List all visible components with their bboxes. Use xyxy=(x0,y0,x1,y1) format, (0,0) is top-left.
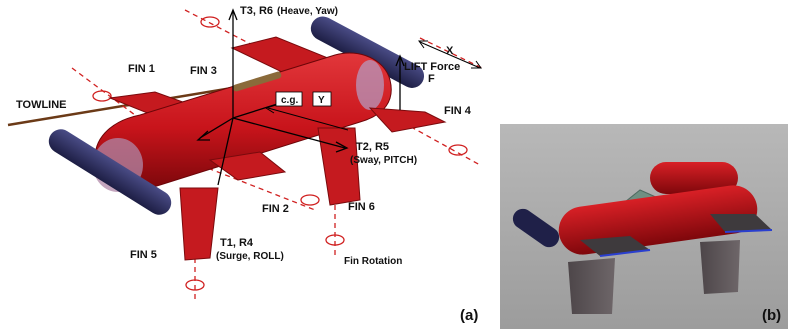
t1-label: T1, R4 xyxy=(220,237,254,249)
cg-label-box xyxy=(275,91,303,107)
fin-6-label: FIN 6 xyxy=(348,201,375,213)
lift-force-label: LIFT Force xyxy=(404,61,460,73)
fin-5-label: FIN 5 xyxy=(130,249,157,261)
cg-label: c.g. xyxy=(281,95,298,106)
x-distance-label: X xyxy=(446,45,454,57)
fin-2-label: FIN 2 xyxy=(262,203,289,215)
fin-3-label: FIN 3 xyxy=(190,65,217,77)
left-fin-edge xyxy=(599,249,651,257)
towline-label: TOWLINE xyxy=(16,99,67,111)
t3-label: T3, R6(Heave, Yaw) xyxy=(240,5,338,17)
left-vertical-fin xyxy=(568,258,615,314)
bumper-front-left xyxy=(48,129,172,215)
main-hull xyxy=(558,185,758,255)
panel-a-diagram: TOWLINE FIN 1 FIN 3 T3, R6(Heave, Yaw) L… xyxy=(7,5,483,324)
left-bumper xyxy=(512,208,560,248)
top-float xyxy=(650,162,738,194)
fin-6-shape xyxy=(317,127,361,206)
right-fin-edge xyxy=(724,229,773,233)
right-vertical-fin xyxy=(700,240,740,294)
panel-a-label: (a) xyxy=(460,307,478,324)
right-side-fin xyxy=(710,214,772,232)
t2-sub-label: (Sway, PITCH) xyxy=(350,155,417,166)
fin-1-label: FIN 1 xyxy=(128,63,155,75)
y-label-box xyxy=(312,91,332,107)
y-label: Y xyxy=(318,95,325,106)
fin-5-shape xyxy=(179,187,219,261)
panel-b-label: (b) xyxy=(762,307,781,324)
fin-rotation-label: Fin Rotation xyxy=(344,256,402,267)
left-side-fin xyxy=(580,236,650,256)
rotation-arrow-icons xyxy=(92,16,468,291)
coordinate-axes xyxy=(196,8,482,186)
t2-label: T2, R5 xyxy=(356,141,389,153)
t1-sub-label: (Surge, ROLL) xyxy=(216,251,284,262)
lift-force-symbol: F xyxy=(428,73,435,85)
bumper-rear-right xyxy=(310,16,425,88)
fin-4-label: FIN 4 xyxy=(444,105,472,117)
fin-2-shape xyxy=(208,151,287,181)
panel-b-render: (b) xyxy=(500,124,788,329)
fin-4-shape xyxy=(368,107,447,133)
